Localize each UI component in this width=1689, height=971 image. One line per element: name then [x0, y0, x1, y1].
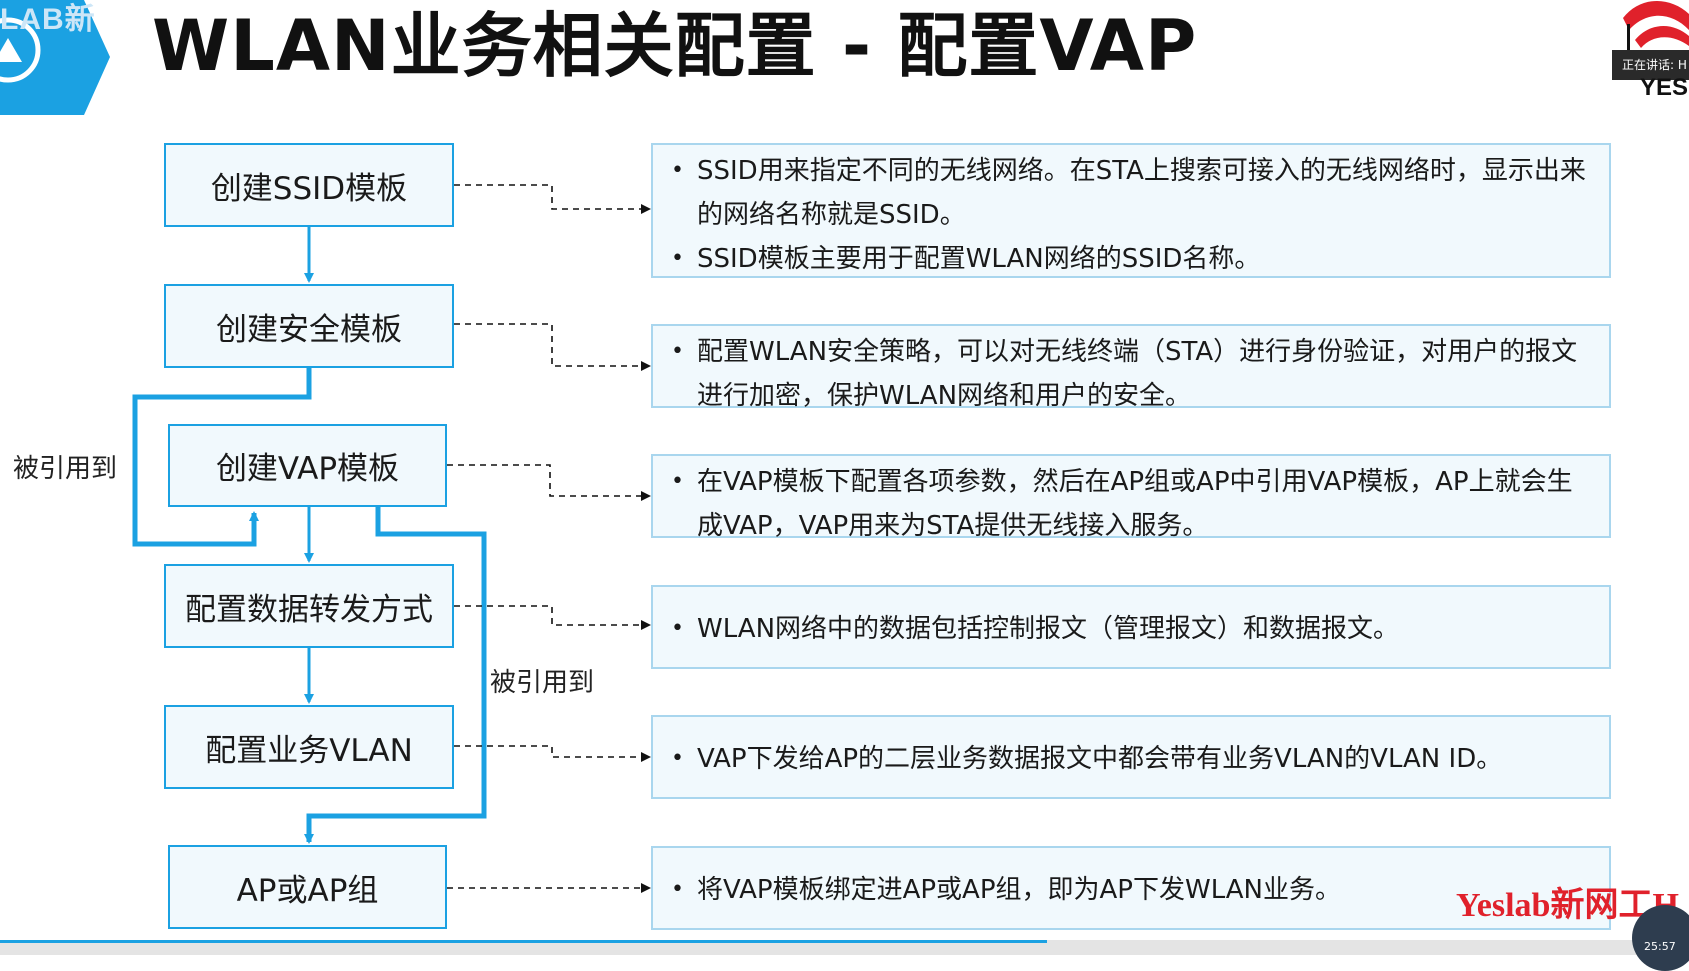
presenter-avatar [1632, 905, 1689, 971]
speaking-indicator: 正在讲话: H [1612, 50, 1689, 80]
description-vlan: VAP下发给AP的二层业务数据报文中都会带有业务VLAN的VLAN ID。 [651, 715, 1611, 799]
description-bullet: WLAN网络中的数据包括控制报文（管理报文）和数据报文。 [671, 607, 1589, 651]
corner-brand-text: YES [1640, 74, 1689, 101]
ref-loop-security-to-vap [132, 367, 312, 547]
dashed-connector-ssid [454, 184, 651, 214]
step-create-ssid-profile[interactable]: 创建SSID模板 [164, 143, 454, 227]
step-ap-or-ap-group[interactable]: AP或AP组 [168, 845, 447, 929]
dashed-connector-security [454, 323, 651, 371]
reference-label-right: 被引用到 [490, 668, 595, 698]
reference-label-left: 被引用到 [13, 454, 118, 484]
description-bullet: 将VAP模板绑定进AP或AP组，即为AP下发WLAN业务。 [671, 868, 1589, 912]
description-bullet: SSID用来指定不同的无线网络。在STA上搜索可接入的无线网络时，显示出来的网络… [671, 149, 1589, 237]
dashed-connector-forwarding [454, 605, 651, 630]
dashed-connector-vlan [454, 745, 651, 762]
step-create-security-profile[interactable]: 创建安全模板 [164, 284, 454, 368]
ref-loop-vap-to-ap [304, 506, 487, 844]
yeslab-logo-icon [0, 0, 120, 115]
step-create-vap-profile[interactable]: 创建VAP模板 [168, 424, 447, 507]
video-progress-bar[interactable] [0, 940, 1689, 955]
description-bullet: VAP下发给AP的二层业务数据报文中都会带有业务VLAN的VLAN ID。 [671, 737, 1589, 781]
video-progress-fill [0, 940, 1048, 943]
description-bullet: SSID模板主要用于配置WLAN网络的SSID名称。 [671, 237, 1589, 281]
step-configure-forwarding-mode[interactable]: 配置数据转发方式 [164, 564, 454, 648]
dashed-connector-vap [447, 464, 651, 501]
step-configure-service-vlan[interactable]: 配置业务VLAN [164, 705, 454, 789]
description-forwarding: WLAN网络中的数据包括控制报文（管理报文）和数据报文。 [651, 585, 1611, 669]
watermark-text: LAB新 [0, 3, 96, 36]
description-bullet: 配置WLAN安全策略，可以对无线终端（STA）进行身份验证，对用户的报文进行加密… [671, 330, 1589, 418]
description-ssid: SSID用来指定不同的无线网络。在STA上搜索可接入的无线网络时，显示出来的网络… [651, 143, 1611, 281]
description-security: 配置WLAN安全策略，可以对无线终端（STA）进行身份验证，对用户的报文进行加密… [651, 324, 1611, 411]
video-time: 25:57 [1644, 940, 1676, 953]
yeslab-corner-logo-icon [1623, 0, 1689, 64]
description-vap: 在VAP模板下配置各项参数，然后在AP组或AP中引用VAP模板，AP上就会生成V… [651, 454, 1611, 541]
page-title: WLAN业务相关配置 - 配置VAP [152, 5, 1198, 87]
description-ap: 将VAP模板绑定进AP或AP组，即为AP下发WLAN业务。 [651, 846, 1611, 930]
description-bullet: 在VAP模板下配置各项参数，然后在AP组或AP中引用VAP模板，AP上就会生成V… [671, 460, 1589, 548]
